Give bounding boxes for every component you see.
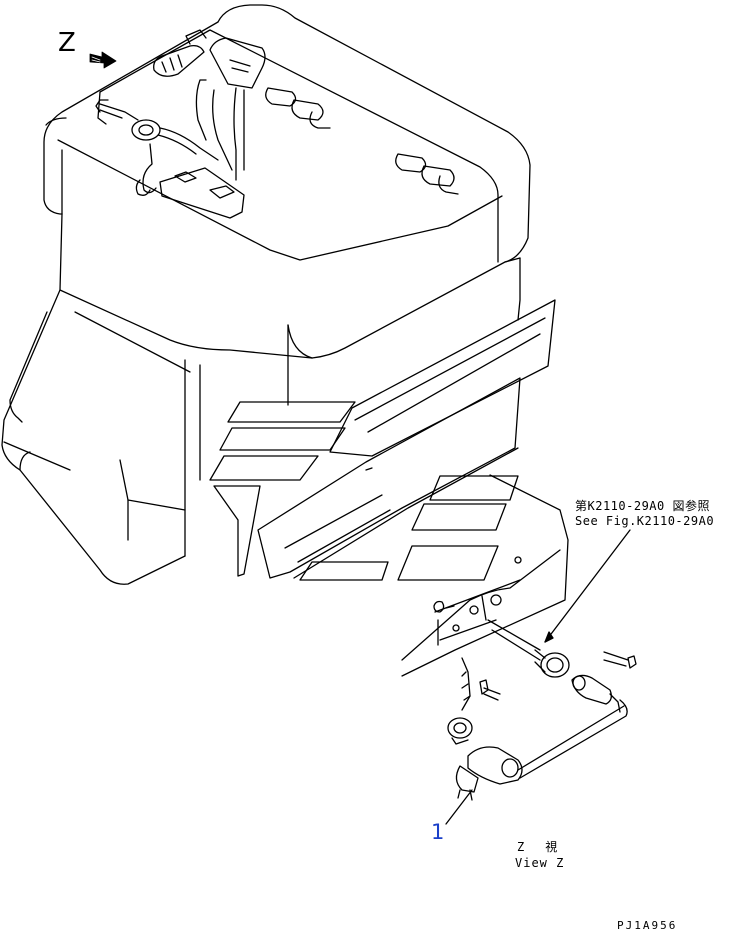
drawing-code: PJ1A956	[617, 919, 678, 932]
reference-label-en: See Fig.K2110-29A0	[575, 514, 715, 528]
bracket-lower	[402, 475, 568, 676]
view-direction-letter: Z	[58, 28, 76, 58]
part-number-label[interactable]: 1	[431, 820, 445, 844]
housing-left	[2, 290, 200, 584]
view-caption-ja-letter: Z	[517, 840, 526, 854]
view-caption-ja-word: 視	[545, 840, 559, 854]
wire-harness-top	[96, 30, 458, 218]
reference-arrowhead	[545, 632, 553, 642]
hatched-arrow-icon	[90, 52, 116, 68]
view-caption-en: View Z	[515, 856, 565, 870]
socket-cable-assembly	[448, 620, 636, 800]
reference-leader	[545, 530, 630, 642]
decal-stripes	[210, 300, 555, 580]
reference-label-ja: 第K2110-29A0 図参照	[575, 499, 710, 513]
cover-top	[44, 5, 530, 405]
part-leader	[446, 790, 472, 824]
